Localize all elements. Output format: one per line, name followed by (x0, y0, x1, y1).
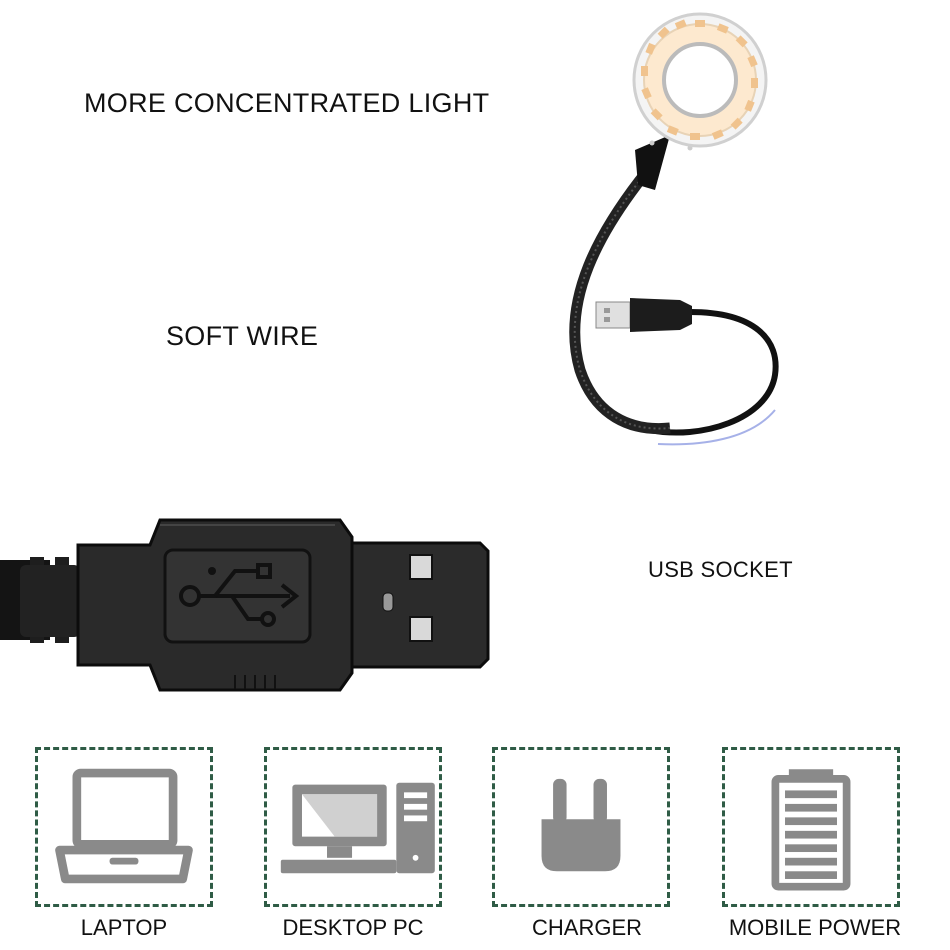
mini-usb-slot (604, 317, 610, 322)
charger-box (492, 747, 670, 907)
mini-usb-slot (604, 308, 610, 313)
grip-ridges (234, 675, 276, 689)
mini-usb-metal (595, 301, 631, 329)
laptop-icon (55, 768, 193, 884)
usb-ring-lamp-image (569, 12, 779, 446)
shell-slot (409, 554, 433, 580)
neck-screw (649, 140, 655, 146)
shell-slot (409, 616, 433, 642)
desktop-pc-label: DESKTOP PC (282, 915, 424, 940)
gooseneck-texture (573, 169, 671, 430)
usb-cable (649, 309, 779, 436)
usb-trident-icon (179, 563, 300, 627)
lamp-neck (635, 135, 670, 190)
mobile-power-label: MOBILE POWER (728, 915, 902, 940)
usb-socket-label: USB SOCKET (648, 557, 793, 582)
battery-icon (771, 769, 851, 891)
shell-pin (382, 592, 394, 612)
led-chips (641, 19, 758, 140)
desktop-pc-icon (280, 782, 435, 874)
concentrated-light-label: MORE CONCENTRATED LIGHT (84, 88, 490, 118)
symbol-dot (208, 567, 216, 575)
usb-metal-shell (350, 541, 490, 669)
laptop-label: LAPTOP (80, 915, 168, 940)
desktop-pc-box (264, 747, 442, 907)
usb-plug-closeup-image (0, 518, 490, 692)
mobile-power-box (722, 747, 900, 907)
charger-label: CHARGER (531, 915, 643, 940)
lamp-ring-hole (662, 42, 738, 118)
laptop-box (35, 747, 213, 907)
charger-plug-icon (541, 778, 621, 872)
cable-shadow (657, 409, 776, 446)
mini-usb-body (630, 298, 692, 332)
soft-wire-label: SOFT WIRE (166, 321, 319, 351)
strain-relief (20, 565, 80, 637)
